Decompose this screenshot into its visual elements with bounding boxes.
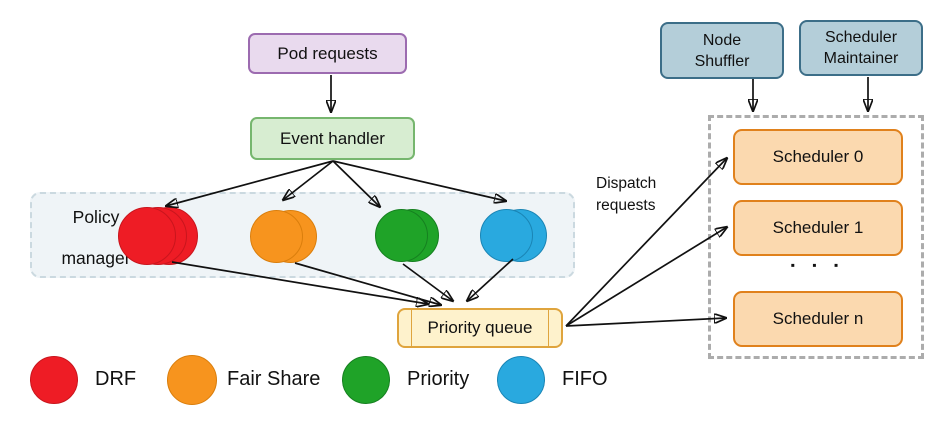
policy-manager-label-line2: manager xyxy=(61,248,131,268)
priority-queue-box: Priority queue xyxy=(397,308,563,348)
dispatch-label-line1: Dispatch xyxy=(596,175,657,192)
scheduler-1-label: Scheduler 1 xyxy=(772,218,864,237)
node-shuffler-box: Node Shuffler xyxy=(660,22,784,79)
policy-node-fair-share xyxy=(250,210,317,263)
fair-share-circle xyxy=(250,210,303,263)
schedulers-ellipsis: ▪ ▪ ▪ xyxy=(790,258,846,272)
scheduler-0-box: Scheduler 0 xyxy=(733,129,903,185)
dispatch-requests-label: Dispatch requests xyxy=(596,173,686,216)
arrow-queue-to-scheduler-n xyxy=(565,318,726,327)
pod-requests-label: Pod requests xyxy=(277,43,378,63)
queue-divider-left xyxy=(411,310,412,346)
event-handler-box: Event handler xyxy=(250,117,415,160)
legend-fair-share-label: Fair Share xyxy=(227,368,321,390)
node-shuffler-line1: Node xyxy=(702,31,742,49)
scheduler-maintainer-line2: Maintainer xyxy=(823,50,899,67)
pod-requests-box: Pod requests xyxy=(248,33,407,74)
legend-fifo-label: FIFO xyxy=(562,368,608,390)
node-shuffler-line2: Shuffler xyxy=(694,52,750,70)
priority-queue-label: Priority queue xyxy=(427,318,533,337)
policy-node-drf xyxy=(118,207,198,265)
dispatch-label-line2: requests xyxy=(596,196,656,214)
legend-priority-label: Priority xyxy=(407,368,470,390)
priority-circle xyxy=(375,209,428,262)
legend-fair-share-circle xyxy=(167,355,217,405)
scheduler-0-label: Scheduler 0 xyxy=(772,147,864,166)
fifo-circle xyxy=(480,209,533,262)
legend-drf-circle xyxy=(30,356,78,404)
scheduler-n-label: Scheduler n xyxy=(772,309,864,328)
arrow-queue-to-scheduler-1 xyxy=(565,227,727,327)
policy-node-fifo xyxy=(480,209,547,262)
scheduler-maintainer-box: Scheduler Maintainer xyxy=(799,20,923,76)
policy-manager-label: Policy manager xyxy=(45,197,147,279)
legend-drf-label: DRF xyxy=(95,368,137,390)
legend-priority-circle xyxy=(342,356,390,404)
policy-manager-label-line1: Policy xyxy=(72,207,120,227)
drf-circle xyxy=(118,207,176,265)
legend-fifo-circle xyxy=(497,356,545,404)
policy-node-priority xyxy=(375,209,439,262)
queue-divider-right xyxy=(548,310,549,346)
event-handler-label: Event handler xyxy=(280,128,385,148)
scheduler-maintainer-line1: Scheduler xyxy=(824,29,898,46)
scheduler-1-box: Scheduler 1 xyxy=(733,200,903,256)
scheduler-n-box: Scheduler n xyxy=(733,291,903,347)
